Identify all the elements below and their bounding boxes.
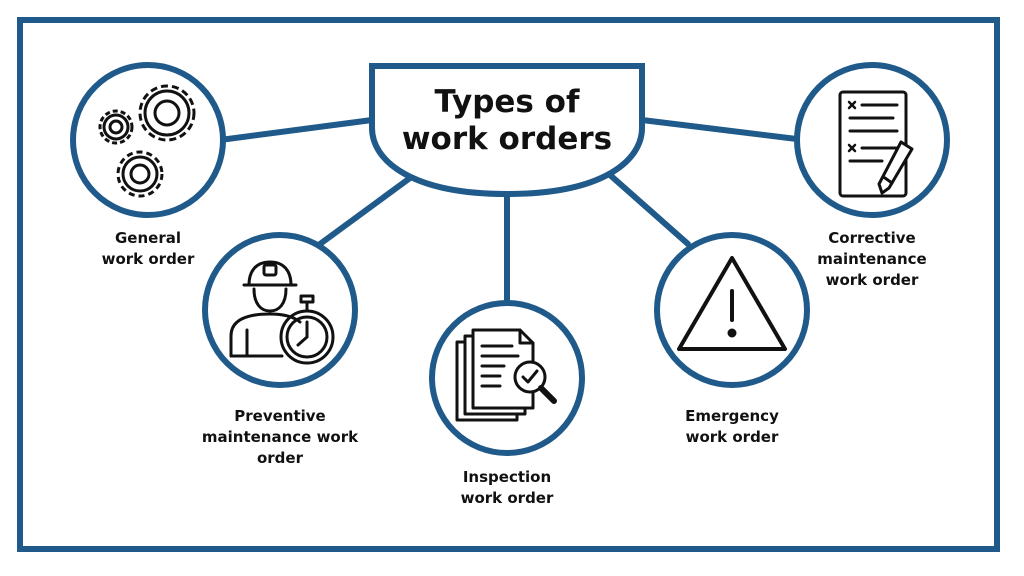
label-line: Corrective [828,229,916,247]
connector-corrective [639,117,808,143]
label-line: Emergency [685,407,779,425]
label-line: work order [101,250,195,268]
gears-icon [98,84,196,198]
title-line-2: work orders [401,121,613,157]
connector-emergency [607,172,691,247]
diagram-title: Types of work orders [368,84,646,158]
checklist-pencil-icon [838,90,914,198]
label-preventive: Preventive maintenance work order [170,406,390,469]
label-line: Inspection [462,468,552,486]
node-circle-preventive [202,232,358,388]
worker-stopwatch-icon [229,260,335,365]
label-line: work order [825,271,919,289]
connector-preventive [317,175,413,247]
label-line: Preventive [234,407,326,425]
title-shape [369,63,645,198]
node-circle-general [70,62,226,218]
warning-triangle-icon [677,256,787,351]
label-line: maintenance [817,250,927,268]
label-line: maintenance work [201,428,359,446]
label-line: order [256,449,303,467]
label-line: work order [685,428,779,446]
label-emergency: Emergency work order [652,406,812,448]
connector-general [217,117,375,143]
title-line-1: Types of [434,84,580,120]
label-line: General [115,229,181,247]
document-magnifier-icon [455,328,557,422]
label-inspection: Inspection work order [427,467,587,509]
label-general: General work order [68,228,228,270]
label-corrective: Corrective maintenance work order [792,228,952,291]
label-line: work order [460,489,554,507]
